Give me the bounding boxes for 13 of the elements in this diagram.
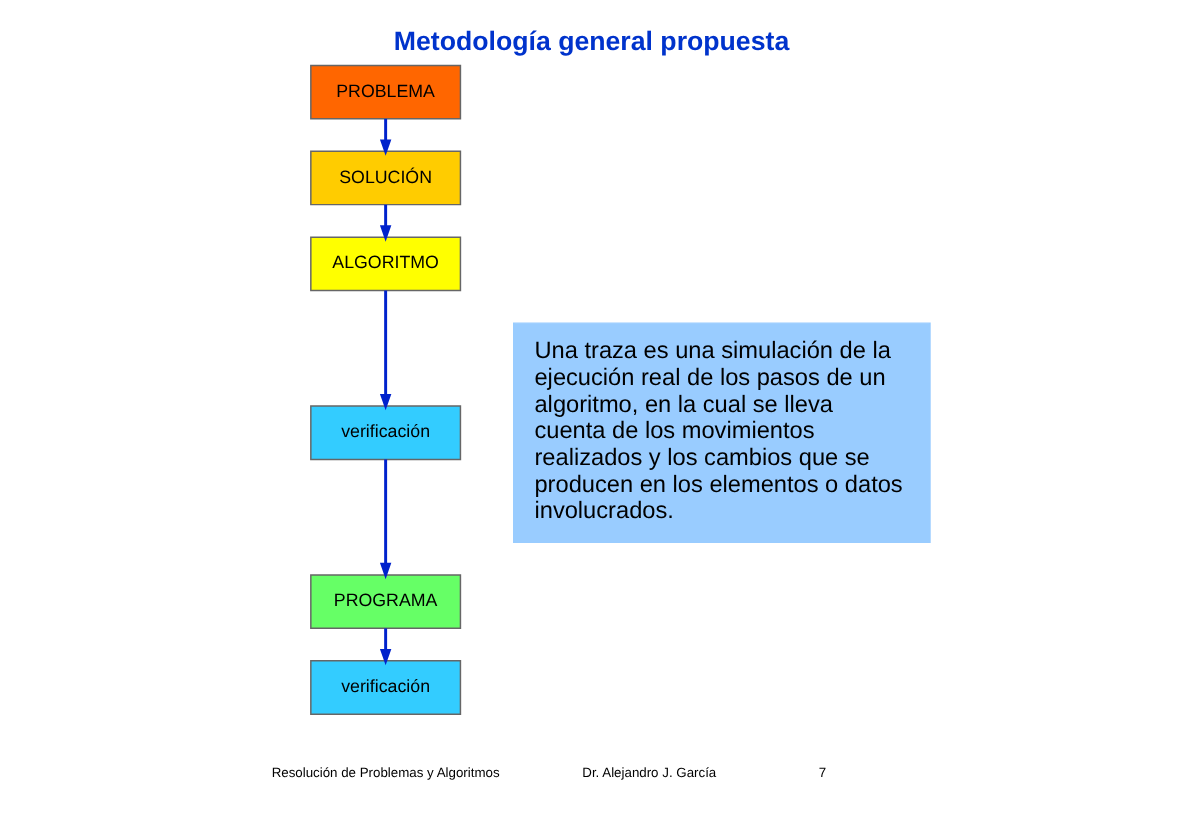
node-box: PROBLEMA: [309, 63, 461, 119]
diagram-title: Metodología general propuesta: [392, 24, 789, 55]
arrow: [378, 289, 391, 410]
arrow: [378, 458, 391, 579]
node-box: verificación: [309, 659, 461, 714]
arrow: [378, 117, 391, 155]
arrow: [378, 627, 391, 665]
node-box: verificación: [309, 404, 461, 460]
node-box: PROGRAMA: [309, 573, 461, 628]
arrow: [378, 203, 391, 241]
node-box: Una traza es una simulación de la ejecución real de los pasos de un algoritmo, en la cual se lleva cuenta de los movimientos realizados y los cambios que se producen en los elementos o datos involucrados.: [512, 321, 930, 543]
node-box: ALGORITMO: [309, 235, 461, 291]
node-box: SOLUCIÓN: [309, 149, 461, 205]
